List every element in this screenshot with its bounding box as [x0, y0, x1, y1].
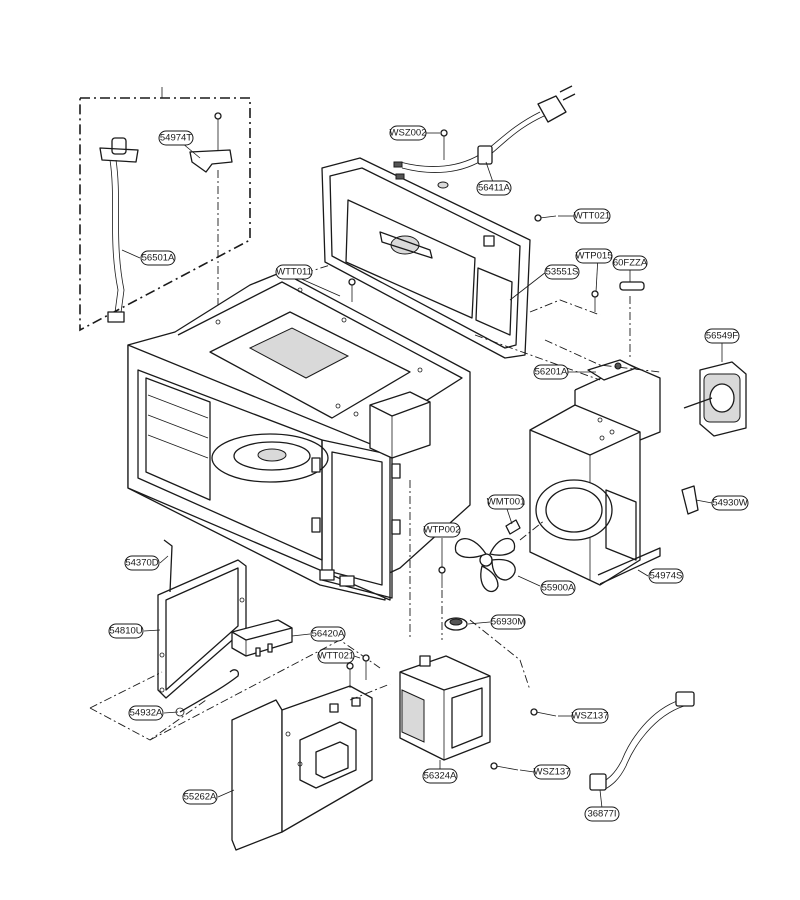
screws-wtt021-lower	[346, 654, 370, 688]
label-54930W-text: 54930W	[712, 498, 747, 509]
magnetron-part	[399, 655, 491, 761]
label-WTP002: WTP002	[423, 522, 461, 538]
label-54974S: 54974S	[648, 568, 684, 584]
label-53551S-text: 53551S	[546, 267, 579, 278]
label-WSZ137-lower: WSZ137	[533, 764, 571, 780]
label-56930M-text: 56930M	[491, 617, 525, 628]
fuse-part	[619, 281, 645, 291]
label-WTP002-text: WTP002	[424, 525, 461, 536]
clip-part	[681, 485, 699, 515]
label-WTT021-top-text: WTT021	[574, 211, 610, 222]
label-56930M: 56930M	[490, 614, 526, 630]
label-56549F-text: 56549F	[706, 331, 738, 342]
thermostat-part	[444, 617, 468, 631]
label-55262A: 55262A	[182, 789, 218, 805]
label-60FZZA: 60FZZA	[612, 255, 648, 271]
bottom-bracket-part	[231, 685, 373, 851]
screws-wsz137	[490, 708, 557, 771]
label-60FZZA-text: 60FZZA	[613, 258, 648, 269]
label-WTT011: WTT011	[275, 264, 313, 280]
label-56501A-text: 56501A	[142, 253, 175, 264]
label-56420A: 56420A	[310, 626, 346, 642]
part-labels: 54974T 56501A WSZ002 56411A WTT021 WTT01…	[108, 125, 749, 822]
fan-motor-part	[683, 361, 747, 437]
label-56201A: 56201A	[533, 364, 569, 380]
label-WTT021-lower-text: WTT021	[318, 651, 354, 662]
label-55900A-text: 55900A	[542, 583, 575, 594]
label-56549F: 56549F	[704, 328, 740, 344]
label-WSZ137-upper-text: WSZ137	[572, 711, 609, 722]
rod-part	[163, 539, 173, 593]
label-WTP015-text: WTP015	[576, 251, 613, 262]
label-55900A: 55900A	[540, 580, 576, 596]
label-54974S-text: 54974S	[650, 571, 683, 582]
screw-wtp015	[591, 290, 599, 312]
screw-wmt001	[505, 519, 521, 535]
label-WSZ002: WSZ002	[389, 125, 427, 141]
label-56411A-text: 56411A	[478, 183, 511, 194]
fan-duct-part	[529, 364, 661, 586]
label-53551S: 53551S	[544, 264, 580, 280]
label-54370D-text: 54370D	[125, 558, 158, 569]
label-WTP015: WTP015	[575, 248, 613, 264]
micro-switch-part	[231, 619, 293, 657]
label-54932A: 54932A	[128, 705, 164, 721]
label-WMT001-text: WMT001	[487, 497, 526, 508]
oven-cavity-part	[127, 271, 471, 601]
label-WSZ137-upper: WSZ137	[571, 708, 609, 724]
switch-bracket-part	[189, 112, 233, 173]
label-56324A-text: 56324A	[424, 771, 457, 782]
label-54930W: 54930W	[711, 495, 749, 511]
label-36877I: 36877I	[584, 806, 620, 822]
label-54810U: 54810U	[108, 623, 144, 639]
screw-wtp002	[438, 566, 446, 588]
fan-blade-part	[454, 537, 516, 592]
label-56201A-text: 56201A	[535, 367, 568, 378]
label-WMT001: WMT001	[487, 494, 526, 510]
label-36877I-text: 36877I	[587, 809, 616, 820]
top-plate-screws	[348, 129, 557, 302]
label-56420A-text: 56420A	[312, 629, 345, 640]
label-WSZ137-lower-text: WSZ137	[534, 767, 571, 778]
label-WTT021-lower: WTT021	[317, 648, 355, 664]
label-54932A-text: 54932A	[130, 708, 163, 719]
sensor-board-part	[587, 359, 637, 381]
label-54370D: 54370D	[124, 555, 160, 571]
switch-harness-part	[99, 137, 139, 323]
control-panel-plate	[321, 157, 531, 359]
label-54810U-text: 54810U	[109, 626, 142, 637]
label-56411A: 56411A	[476, 180, 512, 196]
label-54974T-text: 54974T	[160, 133, 192, 144]
label-55262A-text: 55262A	[184, 792, 217, 803]
label-WSZ002-text: WSZ002	[390, 128, 427, 139]
label-56324A: 56324A	[422, 768, 458, 784]
switch-assembly-frame	[79, 87, 251, 332]
latch-plate-part	[157, 559, 247, 699]
wire-harness-part	[589, 691, 695, 791]
label-54974T: 54974T	[158, 130, 194, 146]
label-WTT011-text: WTT011	[276, 267, 312, 278]
label-WTT021-top: WTT021	[573, 208, 611, 224]
label-56501A: 56501A	[140, 250, 176, 266]
power-cord-part	[393, 85, 576, 189]
